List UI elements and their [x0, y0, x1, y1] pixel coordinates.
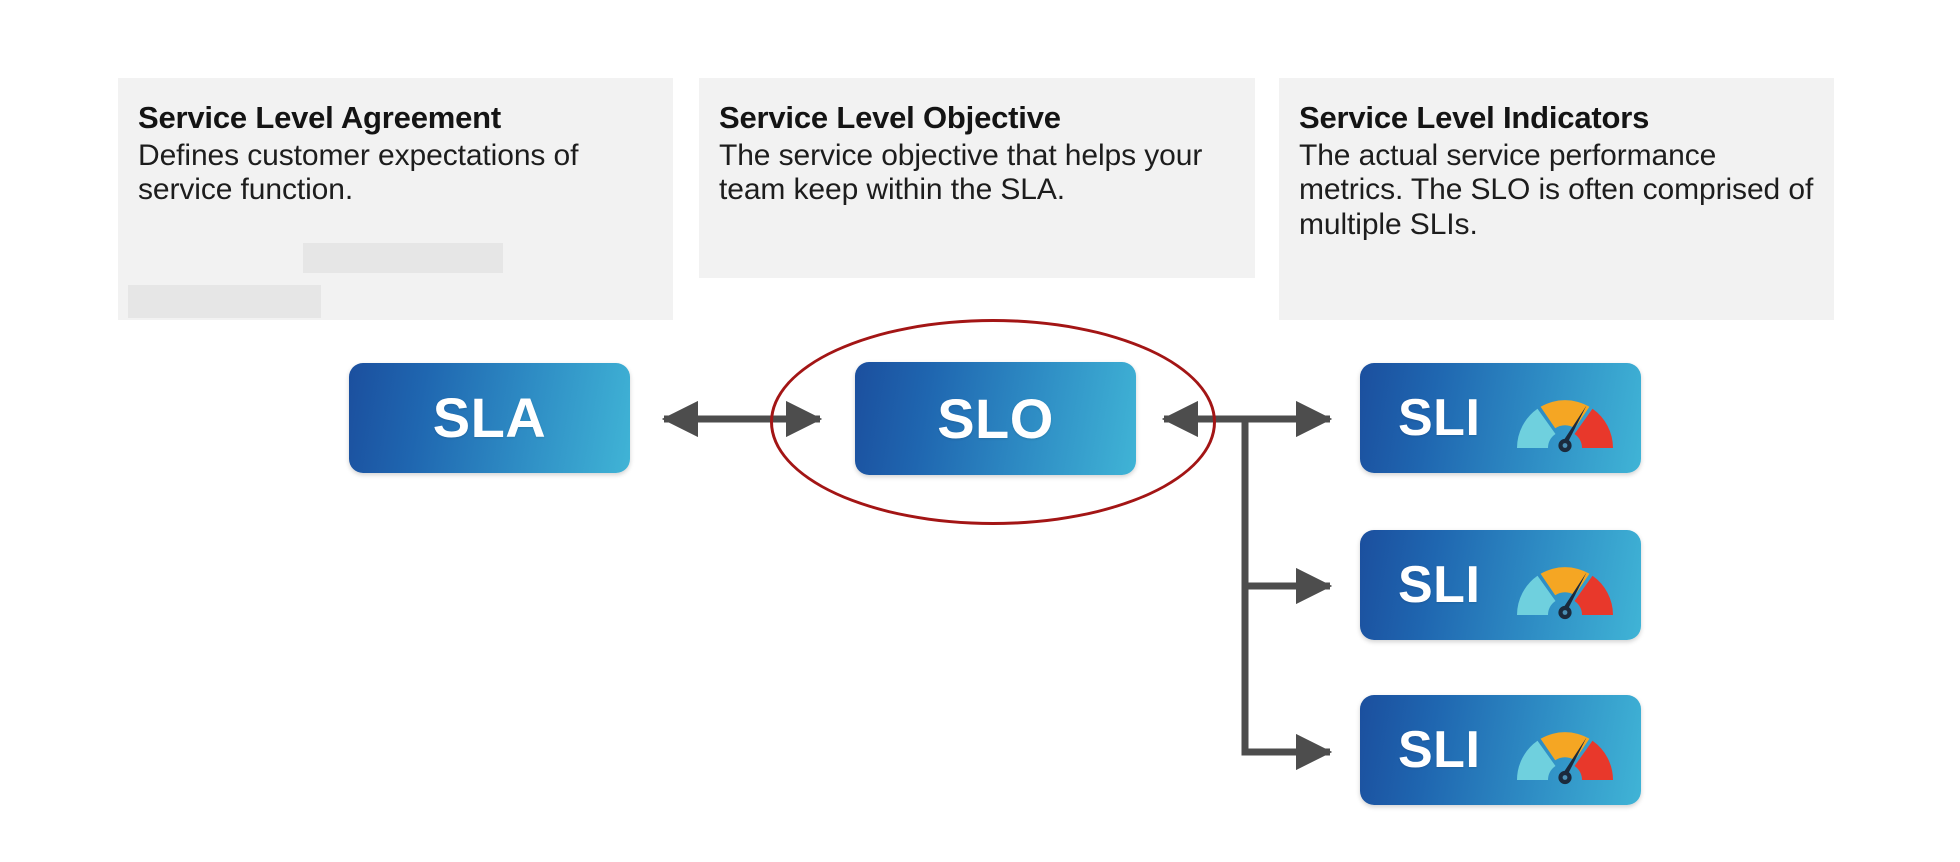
node-sli-3[interactable]: SLI: [1360, 695, 1641, 805]
redaction-block-2: [128, 285, 321, 318]
panel-title-sla: Service Level Agreement: [138, 100, 501, 135]
node-slo-label: SLO: [937, 386, 1054, 450]
panel-body-sli: The actual service performance metrics. …: [1299, 138, 1814, 241]
node-slo[interactable]: SLO: [855, 362, 1136, 475]
node-sli-2[interactable]: SLI: [1360, 530, 1641, 640]
gauge-icon: [1510, 712, 1620, 788]
node-sli-1-label: SLI: [1398, 389, 1481, 447]
node-sli-1[interactable]: SLI: [1360, 363, 1641, 473]
panel-service-level-indicators: Service Level Indicators The actual serv…: [1279, 78, 1834, 320]
redaction-block-1: [303, 243, 503, 273]
panel-body-sla: Defines customer expectations of service…: [138, 138, 579, 207]
node-sla[interactable]: SLA: [349, 363, 630, 473]
node-sli-3-label: SLI: [1398, 721, 1481, 779]
gauge-icon: [1510, 380, 1620, 456]
panel-body-slo: The service objective that helps your te…: [719, 138, 1203, 207]
panel-title-sli: Service Level Indicators: [1299, 100, 1650, 135]
gauge-icon: [1510, 547, 1620, 623]
panel-service-level-agreement: Service Level Agreement Defines customer…: [118, 78, 673, 320]
panel-service-level-objective: Service Level Objective The service obje…: [699, 78, 1255, 278]
node-sli-2-label: SLI: [1398, 556, 1481, 614]
panel-title-slo: Service Level Objective: [719, 100, 1061, 135]
node-sla-label: SLA: [432, 386, 547, 449]
